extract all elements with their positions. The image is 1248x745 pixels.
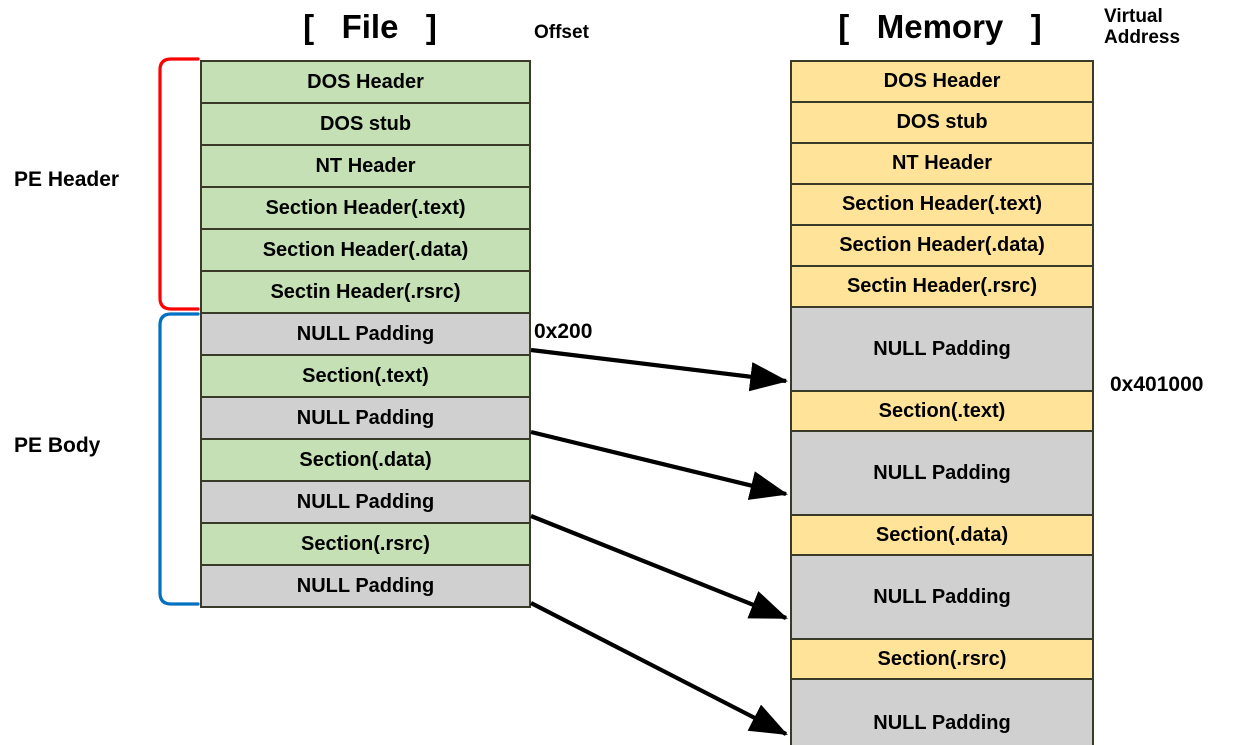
block-label: Section(.text) xyxy=(302,364,429,387)
file-offset-value: 0x200 xyxy=(534,320,593,343)
block-label: NT Header xyxy=(891,152,993,174)
block-label: NULL Padding xyxy=(873,585,1011,608)
block-label: NULL Padding xyxy=(296,406,435,429)
memory-column-title: [ Memory ] xyxy=(838,8,1042,45)
block-nt-header: NT Header xyxy=(792,144,1092,185)
block-null-padding: NULL Padding xyxy=(202,398,529,440)
block-label: Section Header(.data) xyxy=(839,234,1045,256)
block-section-header-data: Section Header(.data) xyxy=(792,226,1092,267)
block-label: Section(.data) xyxy=(299,448,432,471)
offset-axis-label: Offset xyxy=(534,22,589,43)
block-nt-header: NT Header xyxy=(202,146,529,188)
mapping-arrow-rsrc xyxy=(530,514,788,620)
block-section-data: Section(.data) xyxy=(202,440,529,482)
block-dos-header: DOS Header xyxy=(202,62,529,104)
block-dos-stub: DOS stub xyxy=(202,104,529,146)
pe-header-bracket xyxy=(158,57,200,311)
mapping-arrow-data xyxy=(530,429,789,500)
memory-virtual-address-value: 0x401000 xyxy=(1110,373,1204,396)
block-label: NULL Padding xyxy=(296,574,435,597)
block-label: NULL Padding xyxy=(296,490,435,513)
block-dos-header: DOS Header xyxy=(792,62,1092,103)
block-label: DOS stub xyxy=(896,111,988,133)
block-label: NULL Padding xyxy=(873,337,1011,360)
block-label: Section Header(.data) xyxy=(262,238,469,261)
block-label: DOS stub xyxy=(319,112,412,135)
block-null-padding: NULL Padding xyxy=(202,566,529,606)
block-label: Sectin Header(.rsrc) xyxy=(270,280,461,303)
block-null-padding: NULL Padding xyxy=(792,556,1092,640)
block-section-text: Section(.text) xyxy=(202,356,529,398)
block-label: Section(.text) xyxy=(878,399,1006,422)
block-label: NULL Padding xyxy=(873,711,1011,734)
block-null-padding: NULL Padding xyxy=(202,482,529,524)
block-null-padding: NULL Padding xyxy=(202,314,529,356)
block-sectin-header-rsrc: Sectin Header(.rsrc) xyxy=(202,272,529,314)
block-null-padding: NULL Padding xyxy=(792,308,1092,392)
block-section-header-text: Section Header(.text) xyxy=(792,185,1092,226)
block-label: Sectin Header(.rsrc) xyxy=(846,275,1038,297)
block-section-text: Section(.text) xyxy=(792,392,1092,432)
block-label: Section Header(.text) xyxy=(841,193,1043,215)
block-section-header-text: Section Header(.text) xyxy=(202,188,529,230)
block-label: Section(.rsrc) xyxy=(301,532,430,555)
block-null-padding: NULL Padding xyxy=(792,680,1092,745)
block-label: NT Header xyxy=(315,154,416,177)
block-label: DOS Header xyxy=(883,70,1001,92)
pe-body-group-label: PE Body xyxy=(14,434,101,457)
block-null-padding: NULL Padding xyxy=(792,432,1092,516)
block-label: NULL Padding xyxy=(296,322,435,345)
block-label: Section(.rsrc) xyxy=(877,647,1007,670)
mapping-arrow-end xyxy=(530,601,788,736)
pe-header-group-label: PE Header xyxy=(14,168,120,191)
block-dos-stub: DOS stub xyxy=(792,103,1092,144)
block-label: DOS Header xyxy=(307,70,424,93)
pe-body-bracket xyxy=(158,312,200,606)
block-section-header-data: Section Header(.data) xyxy=(202,230,529,272)
block-label: Section Header(.text) xyxy=(265,196,466,219)
block-section-rsrc: Section(.rsrc) xyxy=(792,640,1092,680)
block-section-rsrc: Section(.rsrc) xyxy=(202,524,529,566)
file-column-title: [ File ] xyxy=(303,8,437,45)
mapping-arrow-text xyxy=(530,347,789,392)
block-sectin-header-rsrc: Sectin Header(.rsrc) xyxy=(792,267,1092,308)
block-label: Section(.data) xyxy=(875,523,1009,546)
block-section-data: Section(.data) xyxy=(792,516,1092,556)
block-label: NULL Padding xyxy=(873,461,1011,484)
virtual-address-axis-label: Virtual Address xyxy=(1104,6,1181,49)
